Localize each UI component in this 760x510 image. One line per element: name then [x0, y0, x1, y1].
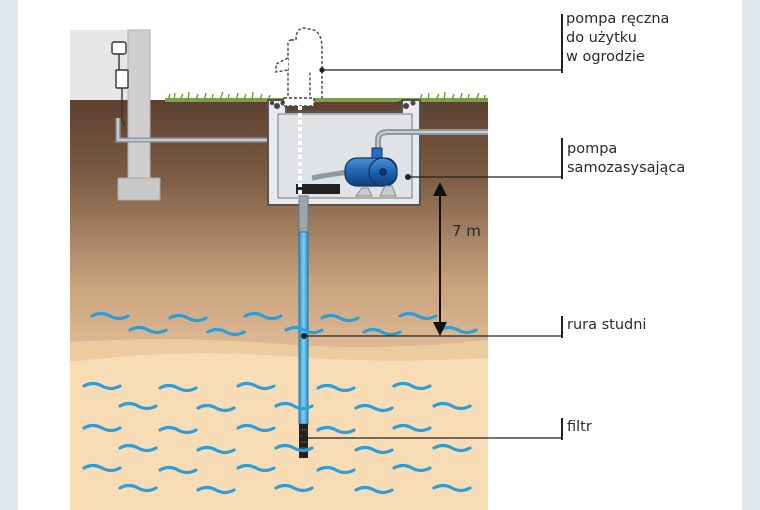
clay-band: [70, 339, 488, 362]
label-bar-self-priming-pump: [561, 138, 563, 179]
depth-arrow: [433, 182, 447, 336]
label-self-priming-line-1: pompa: [567, 141, 618, 157]
label-well-pipe: rura studni: [567, 317, 647, 333]
label-self-priming-pump: pompa samozasysająca: [567, 140, 685, 178]
label-hand-pump-line-3: w ogrodzie: [566, 49, 645, 65]
leader-lines: [300, 67, 563, 442]
hand-pump: [275, 27, 323, 107]
outlet-pipe-highlight: [377, 131, 488, 152]
right-side-panel: [742, 0, 760, 510]
grass-strip: [165, 91, 488, 102]
label-self-priming-line-2: samozasysająca: [567, 160, 686, 176]
label-bar-filter: [561, 418, 563, 440]
power-socket: [111, 41, 129, 127]
label-bar-hand-pump: [561, 14, 563, 73]
label-hand-pump: pompa ręczna do użytku w ogrodzie: [566, 10, 669, 67]
pump-chamber: [267, 99, 421, 206]
label-hand-pump-line-2: do użytku: [566, 30, 637, 46]
label-bar-well-pipe: [561, 316, 563, 338]
left-side-panel: [0, 0, 18, 510]
label-hand-pump-line-1: pompa ręczna: [566, 11, 670, 27]
label-filter: filtr: [567, 419, 592, 435]
self-priming-pump: [296, 147, 398, 197]
label-depth: 7 m: [452, 222, 481, 240]
